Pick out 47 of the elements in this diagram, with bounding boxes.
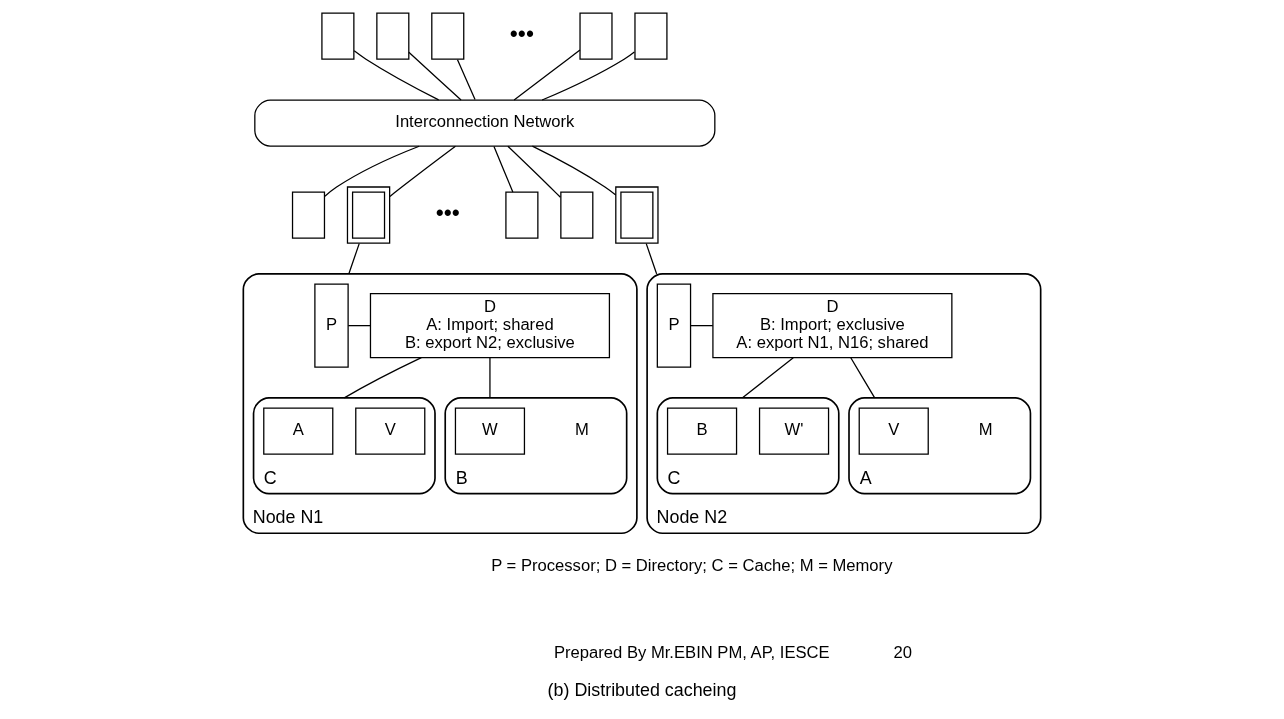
node-box: V <box>858 407 929 455</box>
node-box: A <box>263 407 334 455</box>
label: ••• <box>509 20 534 47</box>
node-box <box>321 12 355 60</box>
node-box <box>505 191 539 239</box>
label: 20 <box>893 642 912 662</box>
connector <box>347 325 371 327</box>
connector <box>348 243 360 275</box>
connector <box>690 325 714 327</box>
node-box: W' <box>758 407 830 455</box>
node-box: P <box>314 283 349 368</box>
node-box <box>560 191 594 239</box>
node-box <box>291 191 326 239</box>
label: Prepared By Mr.EBIN PM, AP, IESCE <box>553 642 830 662</box>
node-box: Interconnection Network <box>254 99 716 147</box>
connector <box>408 51 462 101</box>
node-box <box>615 186 659 244</box>
connector <box>489 357 491 399</box>
node-box: P <box>656 283 692 368</box>
connector <box>541 51 636 101</box>
label: ••• <box>435 199 460 226</box>
connector <box>353 50 440 101</box>
connector <box>531 145 617 196</box>
connector <box>389 145 457 198</box>
caption: (b) Distributed cacheing <box>547 679 737 700</box>
connector <box>850 357 876 399</box>
connector <box>741 357 794 399</box>
node-box: D A: Import; shared B: export N2; exclusive <box>369 293 611 359</box>
label: P = Processor; D = Directory; C = Cache; M = Memory <box>491 555 893 575</box>
node-box: V <box>355 407 426 455</box>
node-box <box>431 12 465 60</box>
node-box <box>634 12 668 60</box>
connector <box>513 49 581 101</box>
connector <box>507 145 562 198</box>
connector <box>456 59 476 101</box>
connector <box>645 243 658 275</box>
connector <box>493 145 514 193</box>
node-label: M <box>575 420 589 440</box>
node-box: B <box>666 407 738 455</box>
node-box: D B: Import; exclusive A: export N1, N16; shared <box>712 293 953 359</box>
node-box: W <box>454 407 526 455</box>
connector <box>343 357 422 399</box>
node-box <box>579 12 613 60</box>
node-box <box>346 186 391 244</box>
node-label: M <box>978 420 993 440</box>
connector <box>324 145 420 197</box>
node-box <box>376 12 410 60</box>
